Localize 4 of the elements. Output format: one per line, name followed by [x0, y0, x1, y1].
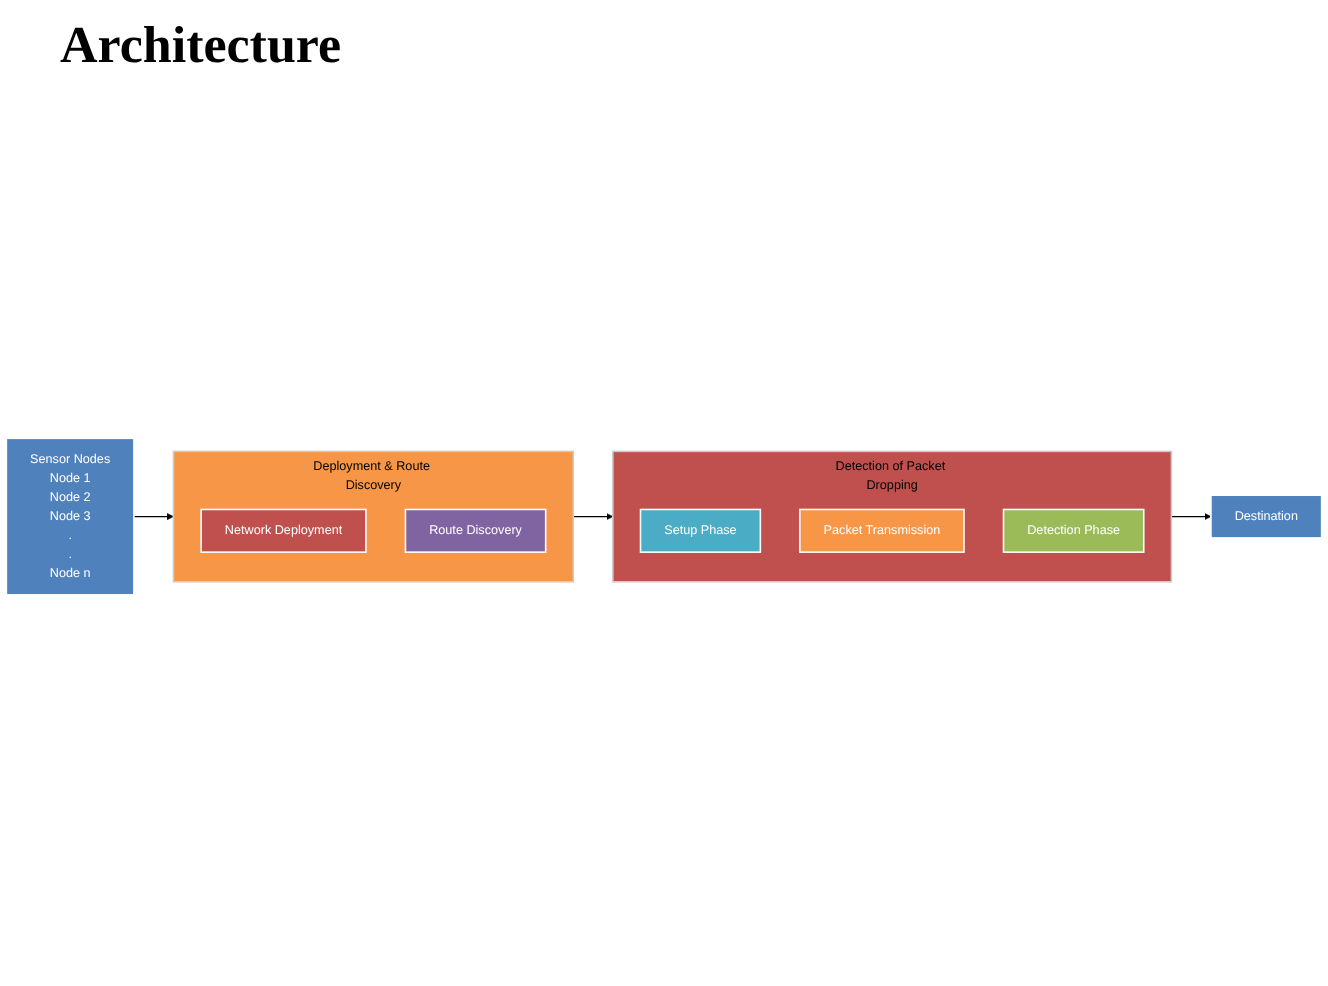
arrow — [133, 512, 174, 520]
arrow — [572, 512, 614, 520]
arrow — [1170, 512, 1212, 520]
diagram-title: Architecture — [60, 16, 344, 76]
